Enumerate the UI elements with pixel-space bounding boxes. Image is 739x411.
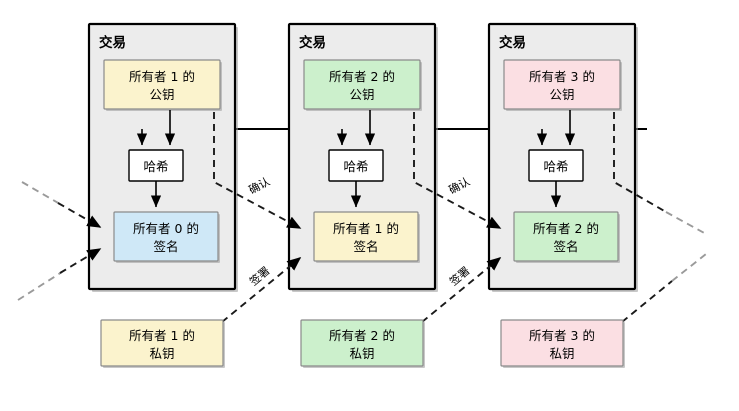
transaction-1-signature-line2: 签名 — [153, 239, 178, 254]
verify-link-2 — [413, 112, 502, 229]
sign-label-2: 签署 — [447, 264, 473, 289]
transaction-2-signature-line1: 所有者 1 的 — [333, 221, 399, 236]
transaction-2-signature-box[interactable] — [313, 211, 419, 262]
transaction-2-public-key-line1: 所有者 2 的 — [329, 69, 395, 84]
verify-link-3-partial — [613, 112, 667, 213]
private-key-3-line1: 所有者 3 的 — [529, 328, 595, 343]
transaction-2-hash-label: 哈希 — [343, 159, 368, 174]
sign-link-2 — [421, 257, 502, 323]
transaction-1-signature-box[interactable] — [113, 211, 219, 262]
transaction-1-title: 交易 — [99, 34, 126, 51]
private-key-1-line2: 私钥 — [149, 346, 174, 361]
transaction-1-public-key-line2: 公钥 — [149, 87, 174, 102]
private-key-2-box[interactable] — [300, 319, 424, 367]
verify-label-1: 确认 — [247, 175, 273, 197]
verify-label-2: 确认 — [447, 175, 473, 197]
verify-link-0-fade — [21, 181, 61, 205]
transaction-2-public-key-line2: 公钥 — [349, 87, 374, 102]
verify-link-0 — [57, 202, 102, 228]
transaction-3-public-key-line1: 所有者 3 的 — [529, 69, 595, 84]
transaction-3[interactable]: 交易 所有者 3 的 公钥 哈希 所有者 2 的 签名 — [487, 22, 638, 292]
private-key-2-line2: 私钥 — [349, 346, 374, 361]
transaction-2-signature-line2: 签名 — [353, 239, 378, 254]
transaction-3-public-key-line2: 公钥 — [549, 87, 574, 102]
private-key-2-line1: 所有者 2 的 — [329, 328, 395, 343]
sign-link-3-partial — [621, 280, 673, 323]
private-key-3-box[interactable] — [500, 319, 624, 367]
sign-link-3-fade — [671, 253, 707, 282]
transaction-2[interactable]: 交易 所有者 2 的 公钥 哈希 所有者 1 的 签名 — [287, 22, 438, 292]
private-key-1[interactable]: 所有者 1 的 私钥 — [100, 319, 225, 368]
sign-label-1: 签署 — [247, 264, 273, 289]
private-key-3-line2: 私钥 — [549, 346, 574, 361]
transaction-3-public-key-box[interactable] — [503, 59, 621, 110]
verify-link-3-fade — [665, 211, 707, 235]
private-key-1-line1: 所有者 1 的 — [129, 328, 195, 343]
private-key-2[interactable]: 所有者 2 的 私钥 — [300, 319, 425, 368]
private-key-1-box[interactable] — [100, 319, 224, 367]
sign-link-0 — [59, 248, 102, 274]
transaction-1-public-key-box[interactable] — [103, 59, 221, 110]
transaction-3-signature-line1: 所有者 2 的 — [533, 221, 599, 236]
verify-link-1 — [213, 112, 302, 229]
sign-link-1 — [221, 257, 302, 323]
transaction-1[interactable]: 交易 所有者 1 的 公钥 哈希 所有者 0 的 签名 — [87, 22, 238, 292]
transaction-3-signature-box[interactable] — [513, 211, 619, 262]
transaction-1-signature-line1: 所有者 0 的 — [133, 221, 199, 236]
transaction-2-public-key-box[interactable] — [303, 59, 421, 110]
transaction-2-title: 交易 — [299, 34, 326, 51]
private-key-3[interactable]: 所有者 3 的 私钥 — [500, 319, 625, 368]
transaction-1-hash-label: 哈希 — [143, 159, 168, 174]
sign-link-0-fade — [17, 271, 63, 301]
transaction-3-title: 交易 — [499, 34, 526, 51]
transaction-3-hash-label: 哈希 — [543, 159, 568, 174]
transaction-1-public-key-line1: 所有者 1 的 — [129, 69, 195, 84]
transaction-3-signature-line2: 签名 — [553, 239, 578, 254]
